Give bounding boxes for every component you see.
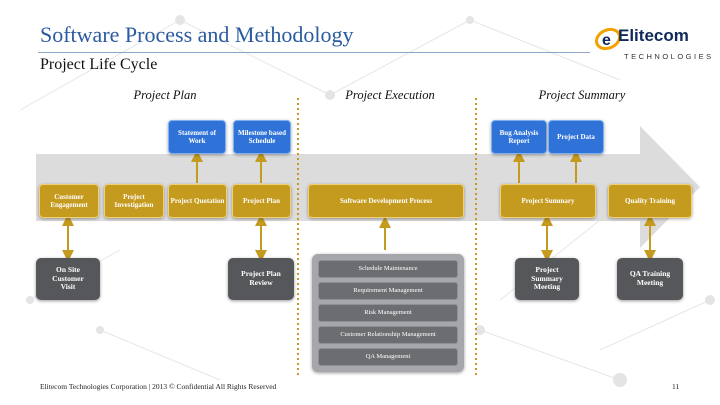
on-site-customer-visit-box: On Site Customer Visit xyxy=(36,258,100,300)
network-nodes xyxy=(26,15,715,387)
project-data-box: Project Data xyxy=(548,120,604,154)
phase-summary-heading: Project Summary xyxy=(538,88,626,102)
stage-customer-engagement: Customer Engagement xyxy=(39,184,99,218)
stage-quality-training: Quality Training xyxy=(608,184,692,218)
dev-item-qa-management: QA Management xyxy=(318,348,458,366)
project-plan-review-box: Project Plan Review xyxy=(228,258,294,300)
elitecom-logo-icon: e xyxy=(594,27,622,51)
stage-software-development-process: Software Development Process xyxy=(308,184,464,218)
page-title: Software Process and Methodology xyxy=(40,22,354,47)
stage-project-quotation: Project Quotation xyxy=(168,184,227,218)
stage-project-summary: Project Summary xyxy=(500,184,596,218)
svg-text:e: e xyxy=(602,32,611,49)
dev-item-schedule-maintenance: Schedule Maintenance xyxy=(318,260,458,278)
milestone-schedule-box: Milestone based Schedule xyxy=(233,120,291,154)
footer-copyright: Elitecom Technologies Corporation | 2013… xyxy=(40,382,277,391)
page-number: 11 xyxy=(672,382,680,391)
title-divider xyxy=(38,52,590,53)
stage-project-plan: Project Plan xyxy=(232,184,291,218)
project-summary-meeting-box: Project Summary Meeting xyxy=(515,258,579,300)
stage-project-investigation: Project Investigation xyxy=(104,184,164,218)
dev-item-requirement-management: Requirement Management xyxy=(318,282,458,300)
statement-of-work-box: Statement of Work xyxy=(168,120,226,154)
bug-analysis-report-box: Bug Analysis Report xyxy=(491,120,547,154)
dev-item-customer-relationship-management: Customer Relationship Management xyxy=(318,326,458,344)
phase-plan-heading: Project Plan xyxy=(133,88,197,102)
logo-name: Elitecom xyxy=(618,26,689,45)
logo-tagline: TECHNOLOGIES xyxy=(624,52,714,61)
page-subtitle: Project Life Cycle xyxy=(40,56,158,73)
dev-item-risk-management: Risk Management xyxy=(318,304,458,322)
phase-execution-heading: Project Execution xyxy=(345,88,435,102)
qa-training-meeting-box: QA Training Meeting xyxy=(617,258,683,300)
